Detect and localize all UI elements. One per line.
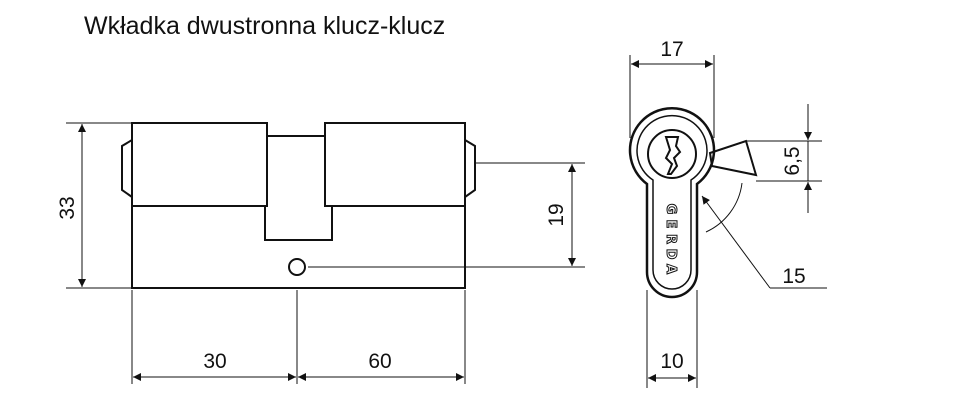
diagram-title: Wkładka dwustronna klucz-klucz	[84, 12, 446, 40]
dimension-30-label: 30	[203, 350, 226, 373]
dimension-6-5-label: 6,5	[781, 146, 804, 175]
left-upper-cylinder	[131, 122, 268, 207]
brand-letter-r: R	[663, 234, 678, 244]
right-upper-cylinder	[324, 122, 466, 207]
brand-letter-a: A	[663, 264, 678, 274]
dimension-60-label: 60	[368, 350, 391, 373]
dimension-15: 15	[701, 182, 827, 289]
cam-sweep-arc	[705, 182, 743, 233]
dimension-30-60: 30 60	[131, 290, 466, 384]
dimension-33: 33	[56, 122, 132, 289]
dimension-33-label: 33	[56, 196, 79, 219]
brand-letter-e: E	[663, 220, 678, 229]
cylinder-front-view: G E R D A	[628, 107, 758, 299]
dimension-15-label: 15	[782, 265, 805, 288]
dimension-19-label: 19	[545, 203, 568, 226]
keyway	[664, 136, 682, 175]
dimension-19: 19	[308, 162, 585, 268]
cylinder-side-view	[121, 122, 476, 289]
brand-letter-g: G	[663, 204, 678, 215]
cam	[708, 139, 758, 177]
plug-circle	[647, 129, 697, 179]
brand-gerda: G E R D A	[663, 203, 679, 274]
front-inner-profile	[636, 114, 708, 290]
screw-hole	[288, 258, 306, 276]
dimension-17: 17	[629, 38, 715, 138]
brand-letter-d: D	[663, 249, 678, 260]
dimension-10: 10	[646, 290, 698, 388]
dimension-10-label: 10	[660, 350, 683, 373]
dimension-17-label: 17	[660, 38, 683, 61]
left-end-pin	[121, 139, 133, 198]
right-end-pin	[464, 139, 476, 198]
dimension-6-5: 6,5	[746, 104, 822, 213]
lower-body	[131, 205, 466, 289]
front-outer-profile	[628, 107, 716, 299]
